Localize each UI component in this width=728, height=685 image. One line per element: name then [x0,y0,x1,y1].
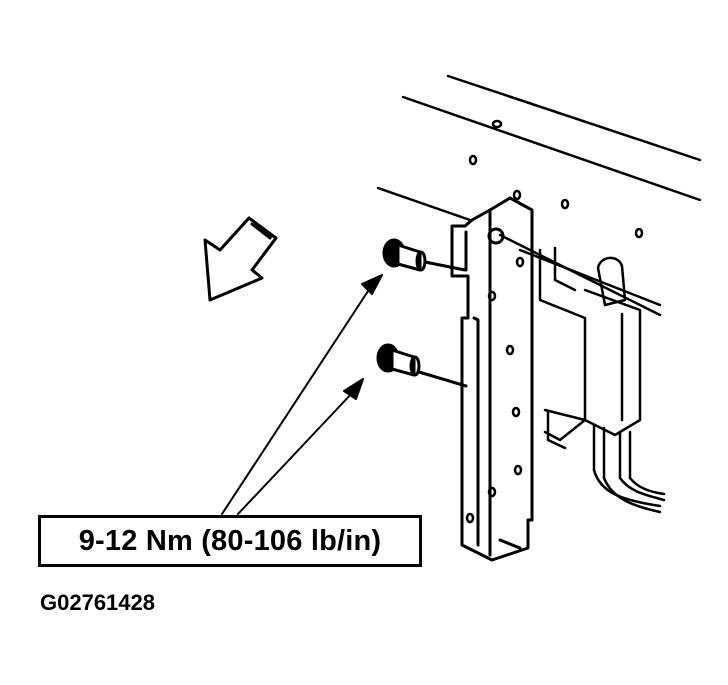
torque-spec-label: 9-12 Nm (80-106 lb/in) [78,524,382,557]
lower-bolt [376,343,468,388]
upper-bolt [382,238,467,272]
mounting-bracket [450,196,534,562]
leader-lines [221,274,383,515]
torque-callout-box: 9-12 Nm (80-106 lb/in) [38,515,422,567]
module-assembly [538,246,666,514]
front-direction-arrow-icon [203,216,278,302]
figure-id-label: G02761428 [40,590,155,615]
upper-panel-edges [376,74,702,317]
panel-holes [465,119,644,524]
